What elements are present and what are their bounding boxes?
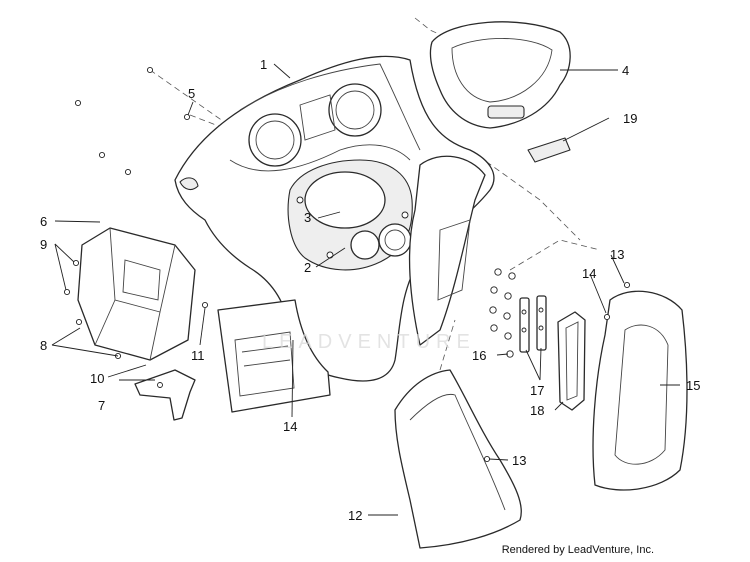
lower-cover-part-12 [394, 369, 522, 549]
small-trim-part-19 [527, 137, 571, 163]
callout-4: 4 [622, 63, 629, 78]
clips-part-17 [519, 295, 547, 353]
center-panel-part-3 [287, 159, 413, 271]
callout-9: 9 [40, 237, 47, 252]
nuts-part-16 [489, 268, 516, 358]
render-credit: Rendered by LeadVenture, Inc. [501, 544, 654, 556]
slider-part-18 [557, 311, 586, 411]
callout-17: 17 [530, 383, 544, 398]
storage-box-part-6 [77, 227, 196, 361]
right-inner-panel [408, 155, 486, 346]
callout-14-lower: 14 [283, 419, 297, 434]
side-panel-part-15 [592, 290, 688, 491]
callout-18: 18 [530, 403, 544, 418]
callout-1: 1 [260, 57, 267, 72]
watermark-text: LEADVENTURE [262, 331, 476, 353]
screws [63, 66, 631, 463]
callout-10: 10 [90, 371, 104, 386]
instrument-cover-part-4 [429, 21, 571, 129]
callout-labels: 1 2 3 4 5 6 7 8 9 10 11 12 13 13 14 14 1… [40, 57, 700, 523]
callout-14-right: 14 [582, 266, 596, 281]
callout-13-top: 13 [610, 247, 624, 262]
callout-16: 16 [472, 348, 486, 363]
callout-13-bottom: 13 [512, 453, 526, 468]
bracket-part-7 [134, 369, 196, 421]
callout-7: 7 [98, 398, 105, 413]
callout-11: 11 [191, 348, 205, 363]
callout-6: 6 [40, 214, 47, 229]
left-lower-panel-part-14 [217, 299, 331, 413]
callout-15: 15 [686, 378, 700, 393]
callout-19: 19 [623, 111, 637, 126]
callout-12: 12 [348, 508, 362, 523]
callout-8: 8 [40, 338, 47, 353]
leader-lines [51, 63, 680, 516]
callout-2: 2 [304, 260, 311, 275]
callout-3: 3 [304, 210, 311, 225]
callout-5: 5 [188, 86, 195, 101]
